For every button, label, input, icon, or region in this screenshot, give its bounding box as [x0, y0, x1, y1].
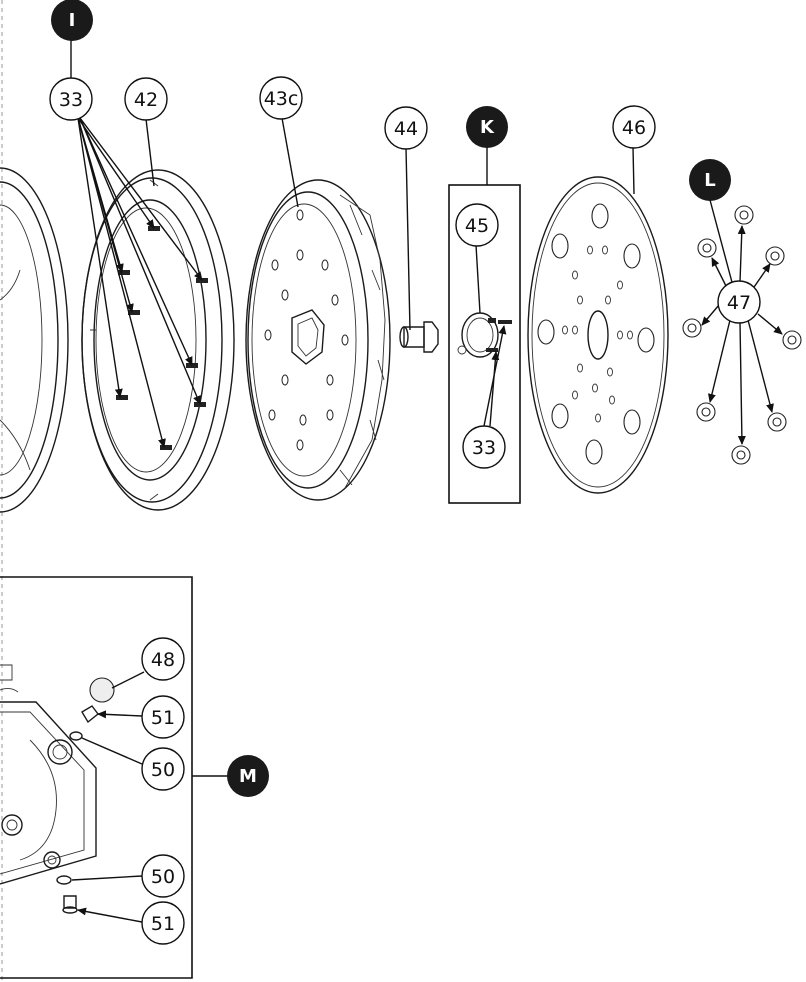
callout-51-lower: 51: [141, 901, 185, 945]
callout-33-top-label: 33: [59, 89, 83, 111]
part-47-nuts: [682, 205, 802, 465]
callout-50-upper-label: 50: [151, 759, 175, 781]
part-48-ball: [89, 677, 115, 703]
part-33-bolts-on-ring: [116, 226, 208, 450]
callout-48-label: 48: [151, 649, 175, 671]
callout-50-upper: 50: [141, 747, 185, 791]
section-k-box: [448, 184, 521, 504]
callout-44-label: 44: [394, 118, 418, 140]
callout-51-upper: 51: [141, 695, 185, 739]
partial-tire-left: [0, 167, 69, 513]
section-label-m: M: [239, 766, 257, 787]
callout-48: 48: [141, 637, 185, 681]
callout-47-label: 47: [727, 292, 751, 314]
section-badge-l: L: [689, 159, 731, 201]
part-45-hub-ring: [457, 312, 512, 358]
part-42-rim-ring: [81, 169, 235, 511]
callout-51-upper-label: 51: [151, 707, 175, 729]
callout-47: 47: [717, 280, 761, 324]
callout-43c: 43c: [259, 76, 303, 120]
callout-50-lower-label: 50: [151, 866, 175, 888]
section-label-i: I: [69, 10, 76, 31]
callout-33-section-k: 33: [462, 425, 506, 469]
callout-33-top: 33: [49, 77, 93, 121]
callout-42: 42: [124, 77, 168, 121]
callout-43c-label: 43c: [264, 88, 299, 110]
section-label-k: K: [480, 117, 495, 138]
callout-51-lower-label: 51: [151, 913, 175, 935]
section-m-box: [0, 576, 193, 979]
part-43c-wheel-disk: [245, 179, 391, 501]
callout-33-section-k-label: 33: [472, 437, 496, 459]
hub-housing-detail: [0, 664, 97, 885]
leader-lines: [70, 40, 783, 923]
part-51-plug-lower: [62, 895, 78, 914]
callout-50-lower: 50: [141, 854, 185, 898]
callout-46: 46: [612, 105, 656, 149]
callout-45-label: 45: [465, 215, 489, 237]
section-badge-m: M: [227, 755, 269, 797]
part-46-cover-plate: [527, 176, 669, 494]
callout-45: 45: [455, 203, 499, 247]
callout-42-label: 42: [134, 89, 158, 111]
section-badge-k: K: [466, 106, 508, 148]
callout-44: 44: [384, 106, 428, 150]
section-label-l: L: [704, 170, 715, 191]
part-51-plug-upper: [81, 705, 99, 724]
part-50-washer-upper: [69, 731, 83, 741]
part-44-axle-spacer: [399, 321, 439, 353]
callout-46-label: 46: [622, 117, 646, 139]
section-badge-i: I: [51, 0, 93, 41]
part-50-washer-lower: [56, 875, 72, 885]
